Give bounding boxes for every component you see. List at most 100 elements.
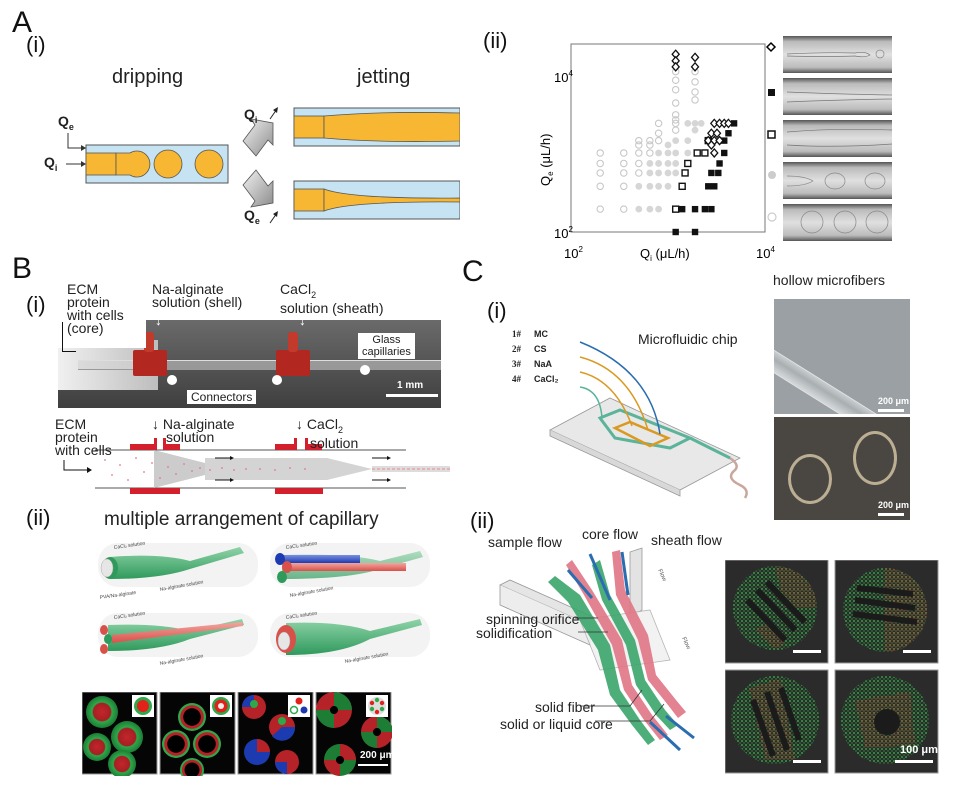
open-circle-point bbox=[671, 126, 680, 134]
filled-circle-point bbox=[691, 119, 699, 127]
filled-circle-point bbox=[684, 119, 692, 127]
y-tick-100: 102 bbox=[554, 225, 573, 241]
open-circle-point bbox=[620, 159, 628, 168]
filled-square-point bbox=[711, 183, 718, 190]
jetting-title: jetting bbox=[357, 66, 411, 88]
capillary-arrangement-diagrams: CaCl₂ solution CaCl₂ solution CaCl₂ solu… bbox=[98, 541, 430, 667]
filled-circle-point bbox=[697, 119, 705, 127]
confocal-image-1 bbox=[725, 560, 829, 664]
open-circle-point bbox=[654, 119, 663, 128]
na-alginate-label: Na-alginate solution bbox=[289, 585, 334, 599]
open-diamond-point bbox=[671, 61, 681, 72]
filled-circle-point bbox=[664, 182, 672, 190]
open-circle-point bbox=[671, 111, 680, 119]
filled-square-point bbox=[705, 183, 712, 190]
filled-circle-point bbox=[664, 149, 672, 157]
output-fiber bbox=[729, 456, 748, 499]
open-circle-point bbox=[620, 205, 628, 213]
arrangement-three-core bbox=[270, 543, 430, 587]
filled-circle-point bbox=[684, 137, 692, 145]
filled-circle-point bbox=[691, 126, 699, 134]
panel-letter-b: B bbox=[12, 252, 33, 285]
scale-bottom-label: 200 μm bbox=[878, 500, 910, 510]
micrograph-core-shell bbox=[82, 692, 158, 776]
cells bbox=[104, 457, 306, 481]
open-diamond-point bbox=[709, 147, 719, 158]
c-ii-scale-label: 100 μm bbox=[900, 744, 938, 756]
open-circle-point bbox=[596, 159, 604, 168]
filled-circle-point bbox=[672, 137, 680, 145]
panel-a-i-label: (i) bbox=[26, 32, 46, 57]
core-tube bbox=[566, 569, 594, 599]
filled-square-point bbox=[691, 228, 699, 236]
qe-increase-label: Qe bbox=[244, 207, 260, 226]
dripping-image-strip-5 bbox=[783, 204, 892, 241]
open-circle-point bbox=[671, 99, 680, 107]
panel-letter-c: C bbox=[462, 255, 484, 288]
filled-circle-point bbox=[655, 169, 662, 177]
flow-regime-scatter-plot: 102 104 102 104 Qi (μL/h) Qe (μL/h) bbox=[538, 43, 775, 261]
open-circle-point bbox=[671, 116, 680, 124]
hollow-fiber-cross-section-image bbox=[774, 417, 910, 520]
open-circle-point bbox=[620, 169, 628, 177]
open-square-point bbox=[701, 149, 709, 157]
filled-circle-point bbox=[646, 205, 654, 213]
solidification-label: solidification bbox=[476, 625, 553, 641]
open-diamond-point bbox=[690, 52, 700, 63]
dripping-jetting-diagram bbox=[66, 107, 460, 224]
open-circle-point bbox=[654, 136, 663, 145]
arrangement-hollow-core bbox=[270, 613, 430, 657]
micrograph-three-compartment bbox=[237, 692, 314, 775]
filled-circle-point bbox=[672, 149, 680, 157]
open-circle-point bbox=[691, 88, 699, 96]
open-circle-point bbox=[620, 182, 628, 191]
filled-circle-point bbox=[646, 182, 654, 190]
panel-c-i-label: (i) bbox=[487, 298, 507, 323]
panel-c-ii-label: (ii) bbox=[470, 508, 495, 533]
core-arrow-icon bbox=[62, 322, 63, 352]
filled-circle-point bbox=[635, 205, 643, 213]
legend-filled-square-icon bbox=[768, 89, 775, 96]
open-circle-point bbox=[671, 76, 680, 84]
arrangement-six-core bbox=[98, 613, 258, 657]
hollow-fiber-side-image bbox=[774, 299, 910, 414]
filled-circle-point bbox=[655, 149, 662, 157]
open-circle-point bbox=[691, 96, 699, 104]
panel-b-ii-label: (ii) bbox=[26, 505, 51, 530]
hollow-microfibers-title: hollow microfibers bbox=[773, 272, 886, 288]
scale-bar bbox=[878, 513, 904, 516]
legend-open-circle-icon bbox=[767, 212, 777, 222]
core-flow-label: core flow bbox=[582, 526, 639, 542]
connectors-label: Connectors bbox=[187, 390, 257, 404]
open-diamond-point bbox=[707, 140, 716, 151]
panel-b-i-label: (i) bbox=[26, 292, 46, 317]
droplet bbox=[153, 149, 183, 179]
filled-circle-point bbox=[664, 160, 672, 167]
open-circle-point bbox=[596, 149, 604, 157]
legend-open-diamond-icon bbox=[765, 41, 777, 53]
scale-bar bbox=[878, 409, 904, 412]
fiber-confocal-images bbox=[725, 560, 939, 774]
filled-square-point bbox=[678, 205, 686, 213]
confocal-image-3 bbox=[725, 669, 829, 774]
open-circle-point bbox=[646, 141, 654, 149]
coaxial-spinning-diagram: Flow Flow bbox=[499, 547, 695, 752]
y-axis-label: Qe (μL/h) bbox=[538, 134, 555, 186]
open-diamond-point bbox=[724, 118, 733, 129]
open-circle-point bbox=[646, 136, 654, 145]
spinning-orifice-label: spinning orifice bbox=[486, 611, 580, 627]
open-circle-point bbox=[635, 149, 643, 157]
cacl2-solution-label: CaCl₂ solution bbox=[285, 541, 317, 551]
x-axis-label: Qi (μL/h) bbox=[640, 246, 690, 261]
filled-circle-point bbox=[664, 169, 672, 177]
cs-tube bbox=[579, 356, 649, 431]
open-circle-point bbox=[671, 85, 680, 94]
open-circle-point bbox=[596, 205, 604, 213]
x-tick-10000: 104 bbox=[756, 245, 775, 261]
multiple-arrangement-title: multiple arrangement of capillary bbox=[104, 509, 379, 530]
confocal-image-4 bbox=[834, 669, 939, 774]
